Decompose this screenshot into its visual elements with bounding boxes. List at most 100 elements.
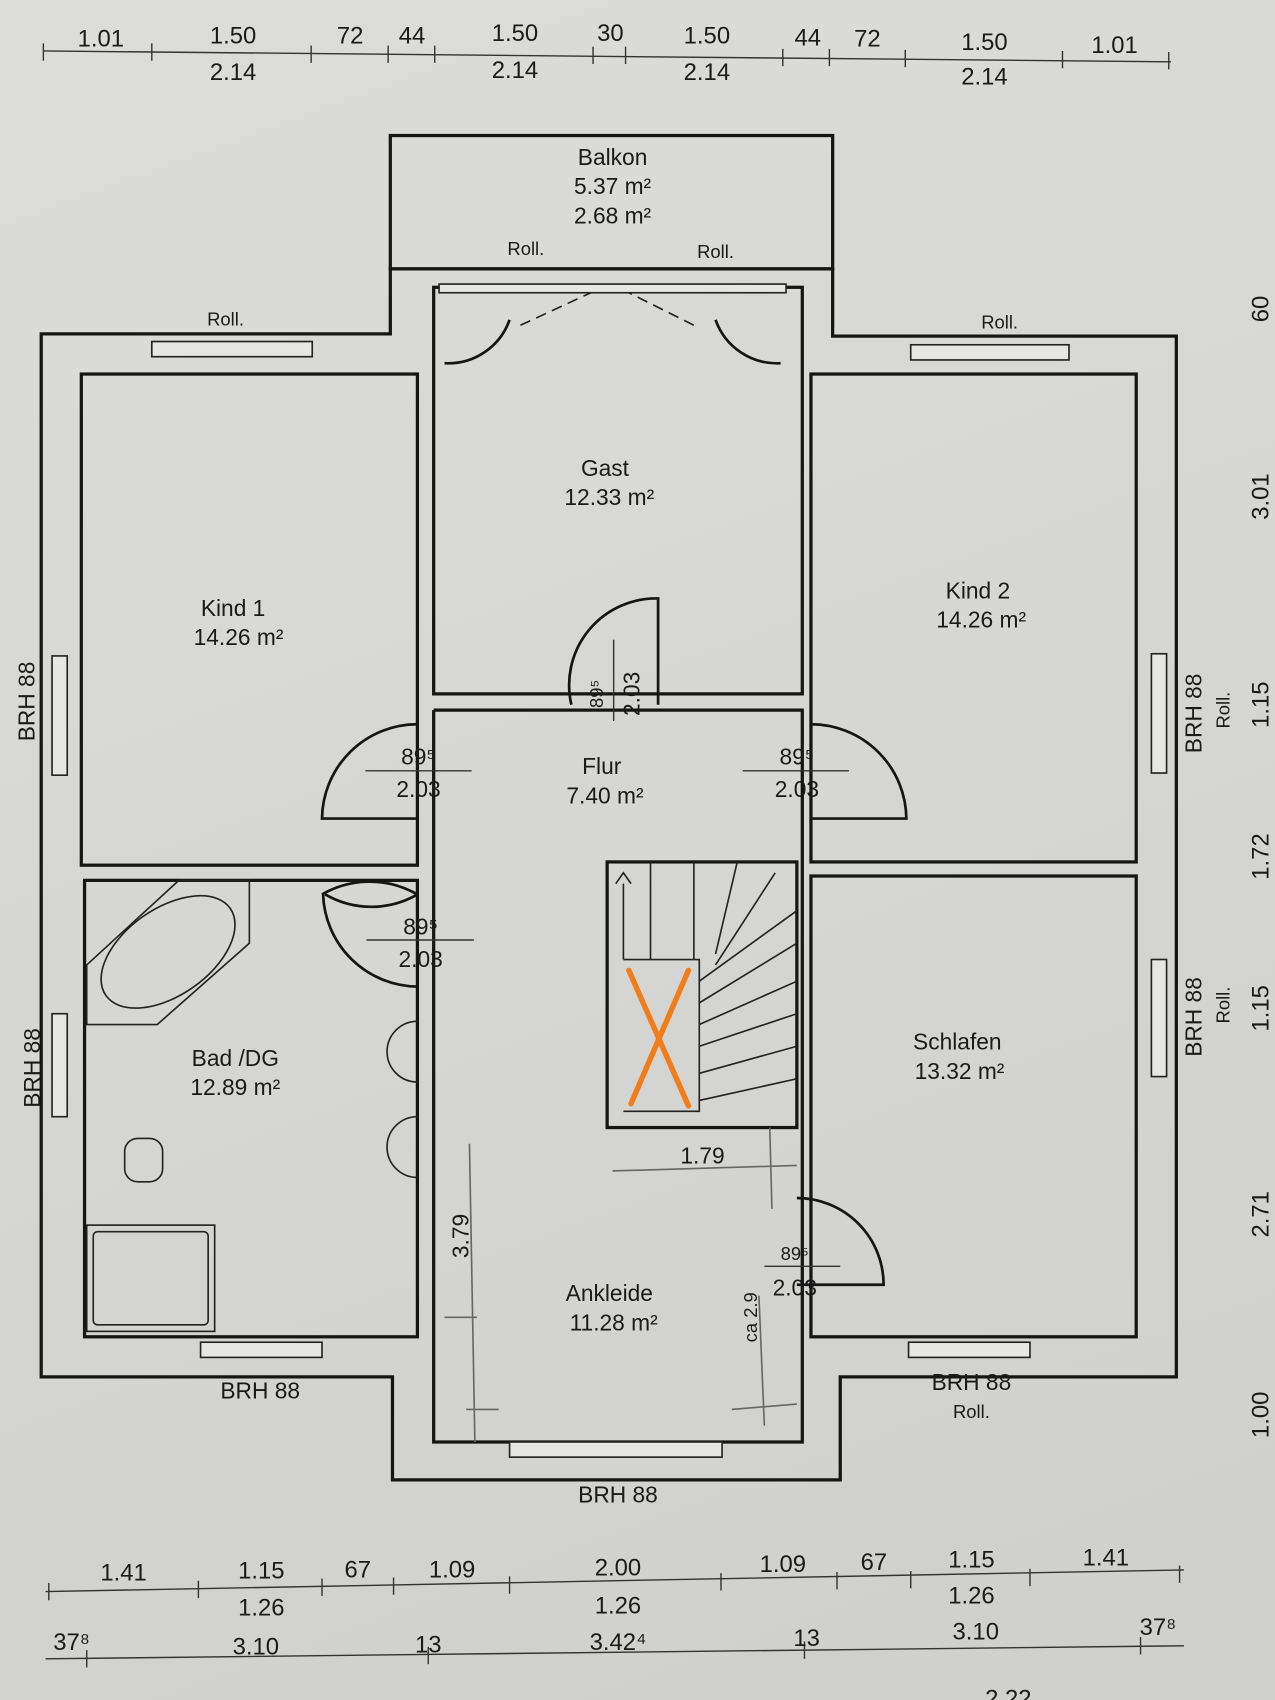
door-height: 2.03 <box>775 776 819 802</box>
deleted-stair-mark <box>626 967 692 1109</box>
room-name: Schlafen <box>913 1028 1002 1054</box>
bottom-dimensions: 1.41 1.15 67 1.09 2.00 1.09 67 1.15 1.41… <box>53 1545 1176 1700</box>
dim-label: 1.41 <box>100 1560 146 1587</box>
room-name: Balkon <box>578 144 648 170</box>
room-area: 7.40 m² <box>566 782 644 808</box>
dim-label: 3.01 <box>1247 473 1274 519</box>
dim-label: 2.00 <box>595 1554 641 1581</box>
dim-label: 1.09 <box>760 1551 806 1578</box>
top-dimensions: 1.01 1.50 72 44 1.50 30 1.50 44 72 1.50 … <box>78 20 1138 90</box>
dim-label: 67 <box>861 1549 888 1576</box>
dim-label: 1.15 <box>1247 985 1274 1031</box>
dim-label: 1.50 <box>210 22 256 49</box>
room-name: Bad /DG <box>192 1045 279 1071</box>
pencil-note: ca 2.9 <box>740 1292 761 1342</box>
dim-label: 2.14 <box>492 57 538 84</box>
dim-label: 1.15 <box>1247 682 1274 728</box>
dim-label: 1.26 <box>595 1592 641 1619</box>
dim-label: 3.42⁴ <box>590 1629 647 1656</box>
door-height: 2.03 <box>619 672 645 716</box>
room-name: Kind 2 <box>946 577 1011 603</box>
dim-label: 1.26 <box>948 1583 994 1610</box>
windows <box>51 283 1168 1458</box>
stair-width-label: 1.79 <box>680 1142 724 1168</box>
dim-label: 1.72 <box>1247 833 1274 879</box>
dim-label: 72 <box>337 22 364 49</box>
toilet <box>123 1137 164 1183</box>
pencil-dimension: 3.79 <box>447 1214 473 1258</box>
brh-label: BRH 88 <box>1180 674 1206 754</box>
dim-label: 2.14 <box>684 59 730 86</box>
door-labels: 89⁵ 2.03 89⁵ 2.03 89⁵ 2.03 89⁵ 2.03 89⁵ … <box>365 639 849 1301</box>
dim-label: 2.14 <box>210 59 256 86</box>
dim-label: 1.26 <box>238 1594 284 1621</box>
room-name: Gast <box>581 455 630 481</box>
roll-label: Roll. <box>1212 692 1233 729</box>
room-area: 14.26 m² <box>936 607 1026 633</box>
room-kind2 <box>809 372 1138 864</box>
roll-label: Roll. <box>981 312 1018 333</box>
room-labels: Balkon 5.37 m² 2.68 m² Gast 12.33 m² Kin… <box>190 144 1026 1335</box>
right-dimensions: 60 3.01 1.15 1.72 1.15 2.71 1.00 <box>1247 296 1274 1438</box>
room-area: 12.89 m² <box>190 1074 280 1100</box>
door-width: 89⁵ <box>586 680 607 708</box>
room-flur-ankleide <box>432 708 804 1444</box>
roll-label: Roll. <box>953 1401 990 1422</box>
roll-label: Roll. <box>507 238 544 259</box>
room-area: 13.32 m² <box>915 1058 1005 1084</box>
door-arcs <box>320 291 908 1287</box>
dim-label: 3.10 <box>233 1633 279 1660</box>
brh-label: BRH 88 <box>932 1369 1012 1395</box>
dim-label: 1.41 <box>1083 1545 1129 1572</box>
room-name: Kind 1 <box>201 595 266 621</box>
dim-label: 1.15 <box>948 1547 994 1574</box>
dim-label: 44 <box>794 25 821 52</box>
dim-label: 13 <box>415 1631 442 1658</box>
dim-label: 13 <box>793 1625 820 1652</box>
door-width: 89⁵ <box>401 743 436 769</box>
room-bad <box>82 878 420 1339</box>
top-dimension-line <box>42 43 1171 70</box>
dim-label: 1.15 <box>238 1558 284 1585</box>
dim-label: 3.10 <box>953 1618 999 1645</box>
window-labels: Roll. Roll. Roll. Roll. BRH 88 BRH 88 BR… <box>14 238 1234 1508</box>
shower <box>85 1224 216 1333</box>
brh-label: BRH 88 <box>578 1482 658 1508</box>
room-area: 5.37 m² <box>574 173 652 199</box>
sink-1 <box>386 1020 418 1083</box>
door-height: 2.03 <box>773 1275 817 1301</box>
dim-label: 44 <box>399 22 426 49</box>
dim-label: 2.22 <box>985 1686 1031 1700</box>
dim-label: 37⁸ <box>1140 1614 1177 1641</box>
dim-label: 1.50 <box>492 20 538 47</box>
brh-label: BRH 88 <box>19 1028 45 1108</box>
room-area: 12.33 m² <box>564 484 654 510</box>
stair-steps <box>615 861 798 1113</box>
room-schlafen <box>809 874 1138 1339</box>
door-height: 2.03 <box>396 776 440 802</box>
room-kind1 <box>79 372 420 867</box>
dim-label: 1.01 <box>1091 32 1137 59</box>
bathroom-fixtures <box>85 879 418 1333</box>
room-area: 2.68 m² <box>574 202 652 228</box>
room-name: Ankleide <box>566 1280 653 1306</box>
room-area: 14.26 m² <box>194 624 284 650</box>
dim-label: 1.01 <box>78 26 124 53</box>
bathtub <box>85 879 251 1026</box>
dim-label: 2.14 <box>961 64 1007 91</box>
brh-label: BRH 88 <box>1180 977 1206 1057</box>
room-area: 11.28 m² <box>570 1309 659 1335</box>
dim-label: 37⁸ <box>53 1629 90 1656</box>
dim-label: 2.71 <box>1247 1191 1274 1237</box>
room-name: Flur <box>582 753 622 779</box>
dim-label: 1.09 <box>429 1556 475 1583</box>
balkon-outline <box>388 133 835 271</box>
door-width: 89⁵ <box>780 743 815 769</box>
dim-label: 60 <box>1247 296 1274 323</box>
roll-label: Roll. <box>207 308 244 329</box>
dim-label: 72 <box>854 26 881 53</box>
brh-label: BRH 88 <box>220 1378 300 1404</box>
door-width: 89⁵ <box>781 1243 809 1264</box>
staircase <box>605 860 799 1130</box>
roll-label: Roll. <box>1212 987 1233 1024</box>
